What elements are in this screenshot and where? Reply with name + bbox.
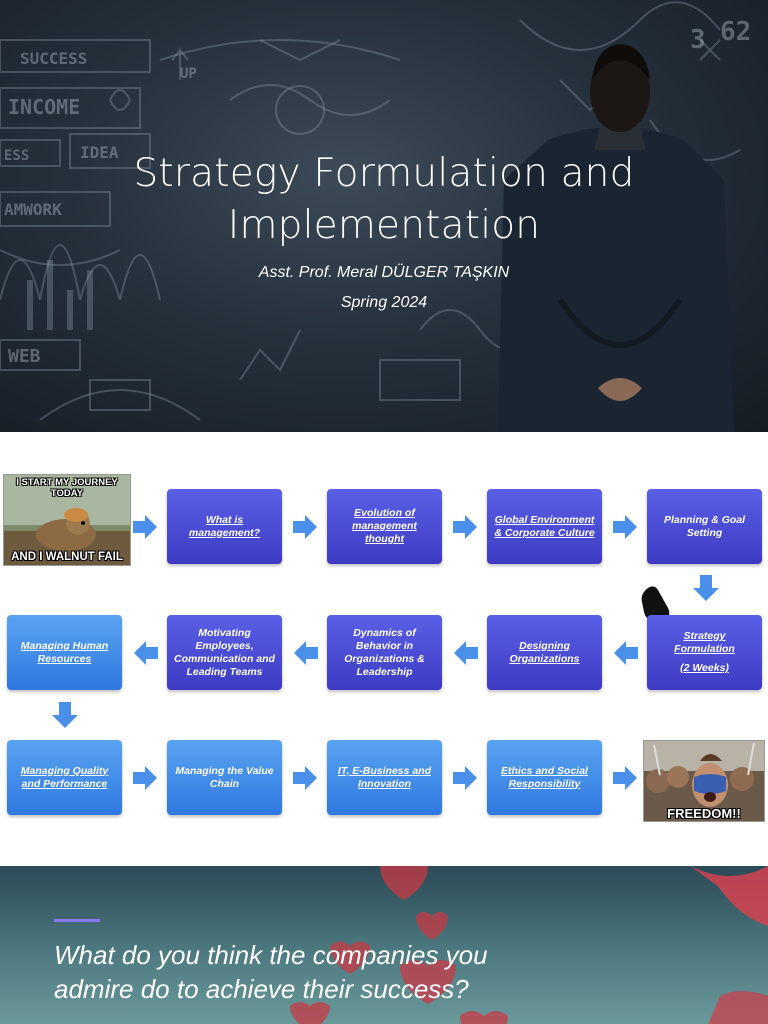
down-arrow-icon [52,702,78,728]
heart-icon [380,866,428,900]
box-designing-organizations: Designing Organizations [487,615,602,690]
box-dynamics-of-behavior: Dynamics of Behavior in Organizations & … [327,615,442,690]
meme-top-text: I START MY JOURNEY TODAY [16,477,118,499]
board-word-success: SUCCESS [20,49,87,68]
left-arrow-icon [294,641,318,665]
board-word-income: INCOME [8,95,80,119]
right-arrow-icon [133,515,157,539]
right-arrow-icon [133,766,157,790]
right-arrow-icon [453,515,477,539]
down-arrow-icon [693,575,719,601]
right-arrow-icon [613,515,637,539]
box-motivating-employees: Motivating Employees, Communication and … [167,615,282,690]
board-word-idea: IDEA [80,143,119,162]
right-arrow-icon [453,766,477,790]
heart-icon [330,941,370,974]
meme-bottom-text: AND I WALNUT FAIL [11,551,123,563]
discussion-question: What do you think the companies you admi… [54,940,488,1004]
board-word-ess: ESS [4,148,29,164]
slide-title: Strategy Formulation and Implementation [133,151,635,248]
squirrel-picture [4,475,130,565]
presenter-name: Asst. Prof. Meral DÜLGER TAŞKIN [258,264,510,281]
left-arrow-icon [614,641,638,665]
freedom-meme-image: FREEDOM!! [643,740,765,822]
box-evolution-of-management: Evolution of management thought [327,489,442,564]
board-number-3: 3 [690,25,706,55]
board-number-62: 62 [720,17,751,47]
box-managing-value-chain: Managing the Value Chain [167,740,282,815]
heart-icon [290,1002,330,1024]
board-word-web: WEB [8,346,41,367]
accent-line [54,919,100,922]
businessman-silhouette [498,44,734,432]
heart-icon [400,960,456,1004]
discussion-slide: What do you think the companies you admi… [0,866,768,1024]
right-arrow-icon [293,515,317,539]
term-label: Spring 2024 [340,294,428,311]
box-strategy-formulation: Strategy Formulation (2 Weeks) [647,615,762,690]
heart-icon [460,1011,508,1024]
box-planning-goal-setting: Planning & Goal Setting [647,489,762,564]
course-roadmap-slide: I START MY JOURNEY TODAY AND I WALNUT FA… [0,432,768,864]
box-it-ebusiness: IT, E-Business and Innovation [327,740,442,815]
braveheart-picture [644,741,764,821]
chalkboard-background: SUCCESS INCOME ESS IDEA AMWORK UP WEB 3 … [0,1,751,432]
board-word-amwork: AMWORK [4,200,62,219]
hearts-background [290,866,768,1024]
title-slide: SUCCESS INCOME ESS IDEA AMWORK UP WEB 3 … [0,0,768,432]
box-what-is-management: What is management? [167,489,282,564]
heart-icon [416,912,448,940]
board-word-up: UP [180,66,197,82]
squirrel-meme-image: I START MY JOURNEY TODAY AND I WALNUT FA… [3,474,131,566]
box-global-environment: Global Environment & Corporate Culture [487,489,602,564]
freedom-text: FREEDOM!! [667,806,741,821]
right-arrow-icon [613,766,637,790]
right-arrow-icon [293,766,317,790]
left-arrow-icon [134,641,158,665]
box-ethics-social-responsibility: Ethics and Social Responsibility [487,740,602,815]
box-managing-quality: Managing Quality and Performance [7,740,122,815]
left-arrow-icon [454,641,478,665]
box-managing-human-resources: Managing Human Resources [7,615,122,690]
